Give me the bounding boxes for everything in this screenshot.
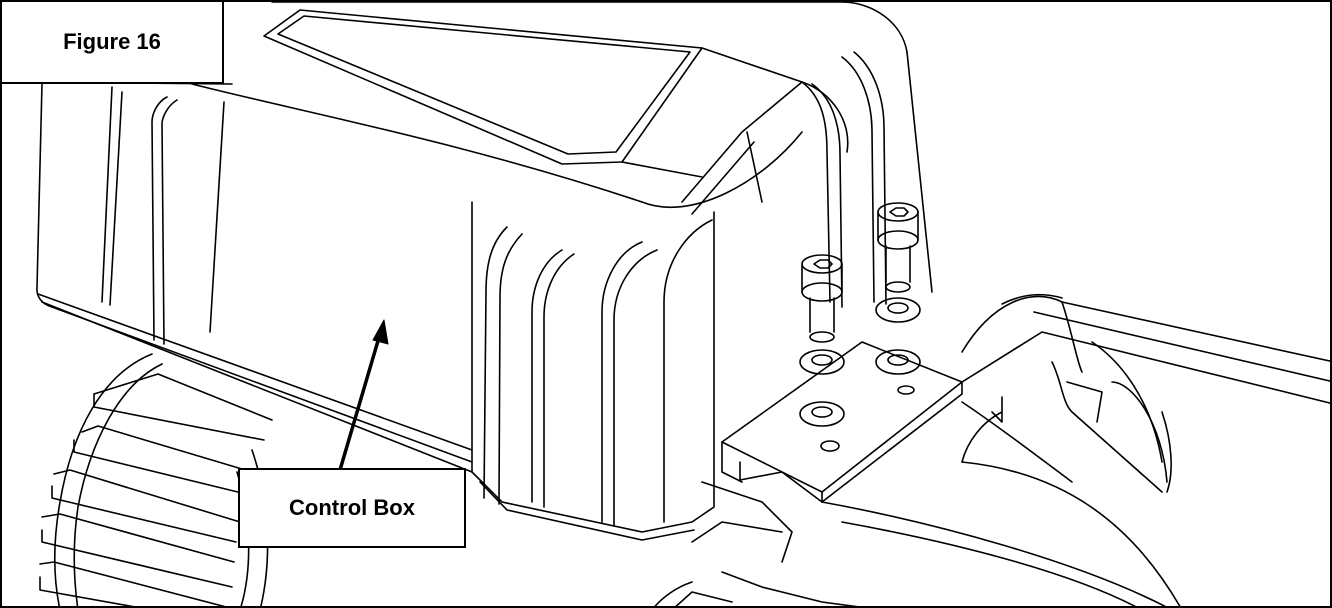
mounting-bracket — [654, 341, 963, 606]
mounting-screws — [801, 202, 919, 343]
figure-number-label: Figure 16 — [2, 2, 224, 84]
callout-arrow — [338, 319, 389, 472]
control-box-callout: Control Box — [238, 468, 466, 548]
control-box-callout-text: Control Box — [289, 495, 415, 520]
figure-number-text: Figure 16 — [63, 29, 161, 54]
control-box-enclosure — [36, 2, 933, 541]
ring-clamp — [821, 293, 1330, 606]
washers — [799, 297, 921, 452]
